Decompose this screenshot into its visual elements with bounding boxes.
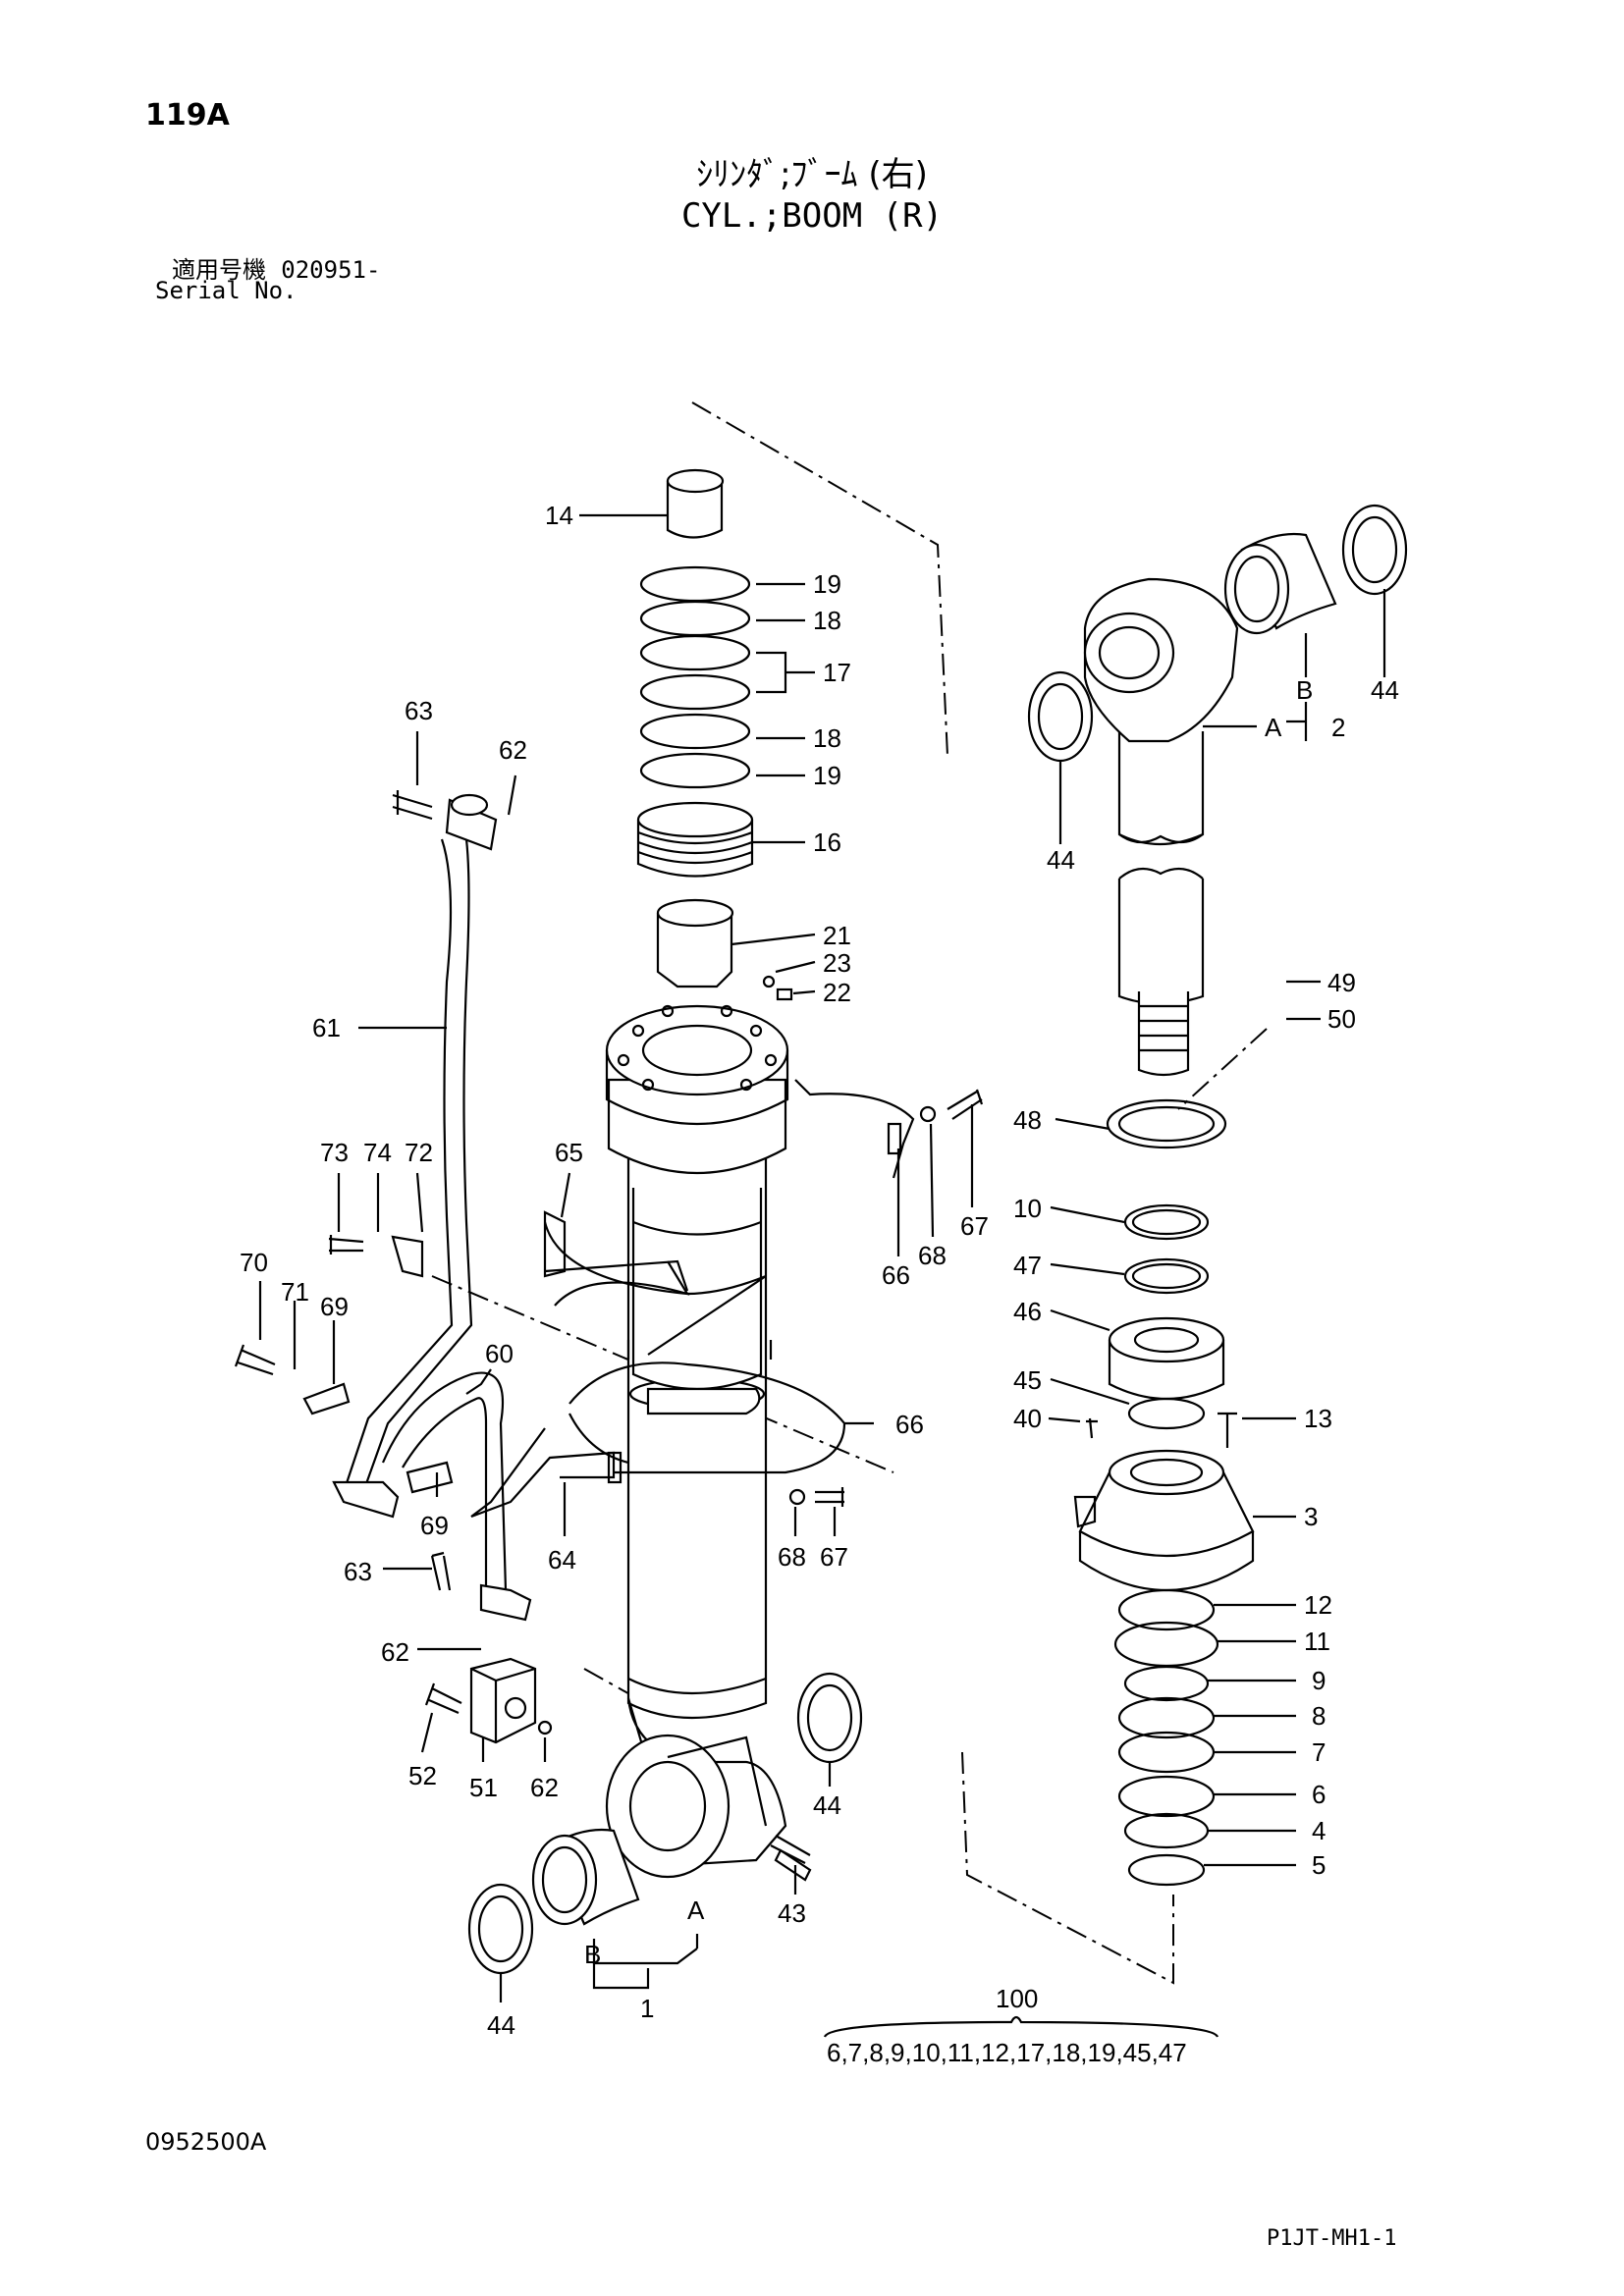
sheet-id: P1JT-MH1-1	[1267, 2226, 1397, 2251]
callout-66: 66	[895, 1410, 924, 1439]
callout-46: 46	[1013, 1297, 1042, 1326]
callout-8: 8	[1312, 1701, 1326, 1731]
page-number: 119A	[145, 98, 230, 133]
piston-rod	[1083, 577, 1239, 1077]
callout-63: 63	[405, 696, 433, 725]
callout-69: 69	[420, 1511, 449, 1540]
callout-18: 18	[813, 606, 841, 635]
callout-61: 61	[312, 1013, 341, 1042]
callout-19: 19	[813, 569, 841, 599]
callout-44: 44	[1371, 675, 1399, 705]
callout-18: 18	[813, 723, 841, 753]
callout-B: B	[584, 1940, 601, 1969]
title-english: CYL.;BOOM (R)	[680, 196, 944, 236]
callout-B: B	[1296, 675, 1313, 705]
block-51	[469, 1657, 553, 1744]
callout-19: 19	[813, 761, 841, 790]
piston-3	[1073, 1449, 1255, 1591]
callout-7: 7	[1312, 1737, 1326, 1767]
callout-3: 3	[1304, 1502, 1318, 1531]
callout-73: 73	[320, 1138, 349, 1167]
callout-48: 48	[1013, 1105, 1042, 1135]
callout-72: 72	[405, 1138, 433, 1167]
callout-71: 71	[281, 1277, 309, 1307]
cylinder-clevis	[605, 1697, 787, 1879]
callout-13: 13	[1304, 1404, 1332, 1433]
bolts	[234, 790, 984, 1864]
callout-21: 21	[823, 921, 851, 950]
callout-50: 50	[1327, 1004, 1356, 1034]
callout-65: 65	[555, 1138, 583, 1167]
callout-5: 5	[1312, 1850, 1326, 1880]
callout-12: 12	[1304, 1590, 1332, 1620]
callout-60: 60	[485, 1339, 514, 1368]
serial-label-jp-text: 適用号機	[172, 256, 266, 284]
callout-47: 47	[1013, 1251, 1042, 1280]
callout-10: 10	[1013, 1194, 1042, 1223]
callout-44: 44	[1047, 845, 1075, 875]
callout-74: 74	[363, 1138, 392, 1167]
callout-67: 67	[960, 1211, 989, 1241]
callout-1: 1	[640, 1994, 654, 2023]
kit-contents: 6,7,8,9,10,11,12,17,18,19,45,47	[827, 2038, 1187, 2067]
piston-seal-stack	[1113, 1588, 1219, 1887]
callout-labels: 14 19 18 17 18 19 16 21 23 22 63 62 61 6…	[240, 501, 1399, 2067]
callout-63: 63	[344, 1557, 372, 1586]
callout-14: 14	[545, 501, 573, 530]
callout-6: 6	[1312, 1780, 1326, 1809]
callout-4: 4	[1312, 1816, 1326, 1845]
bushings	[467, 504, 1408, 1975]
callout-40: 40	[1013, 1404, 1042, 1433]
leader-lines	[258, 513, 1386, 2038]
callout-62: 62	[381, 1637, 409, 1667]
callout-A: A	[1265, 713, 1282, 742]
serial-value: 020951-	[281, 256, 381, 284]
pipe-clamps	[470, 1079, 915, 1519]
callout-2: 2	[1331, 713, 1345, 742]
callout-9: 9	[1312, 1666, 1326, 1695]
callout-A: A	[687, 1896, 705, 1925]
callout-49: 49	[1327, 968, 1356, 997]
callout-62: 62	[530, 1773, 559, 1802]
serial-label-en: Serial No.	[155, 277, 298, 304]
callout-68: 68	[778, 1542, 806, 1572]
callout-69: 69	[320, 1292, 349, 1321]
pipe-lines	[332, 793, 532, 1622]
callout-22: 22	[823, 978, 851, 1007]
callout-45: 45	[1013, 1365, 1042, 1395]
callout-68: 68	[918, 1241, 947, 1270]
callout-51: 51	[469, 1773, 498, 1802]
callout-70: 70	[240, 1248, 268, 1277]
callout-52: 52	[408, 1761, 437, 1790]
rod-side-seals	[636, 468, 793, 1001]
callout-66: 66	[882, 1260, 910, 1290]
callout-16: 16	[813, 828, 841, 857]
serial-label-jp: 適用号機 020951-	[172, 250, 380, 285]
callout-11: 11	[1304, 1627, 1330, 1656]
callout-23: 23	[823, 948, 851, 978]
callout-44: 44	[813, 1790, 841, 1820]
callout-43: 43	[778, 1898, 806, 1928]
callout-17: 17	[823, 658, 851, 687]
drawing-number: 0952500A	[145, 2128, 267, 2156]
cylinder-tube	[626, 1144, 768, 1720]
callout-62: 62	[499, 735, 527, 765]
kit-number: 100	[996, 1984, 1038, 2013]
callout-44: 44	[487, 2010, 515, 2040]
title-japanese: ｼﾘﾝﾀﾞ;ﾌﾞｰﾑ (右)	[696, 155, 928, 194]
rod-head-flange	[605, 1004, 789, 1174]
piston-seals	[1086, 1098, 1237, 1448]
callout-67: 67	[820, 1542, 848, 1572]
callout-64: 64	[548, 1545, 576, 1575]
